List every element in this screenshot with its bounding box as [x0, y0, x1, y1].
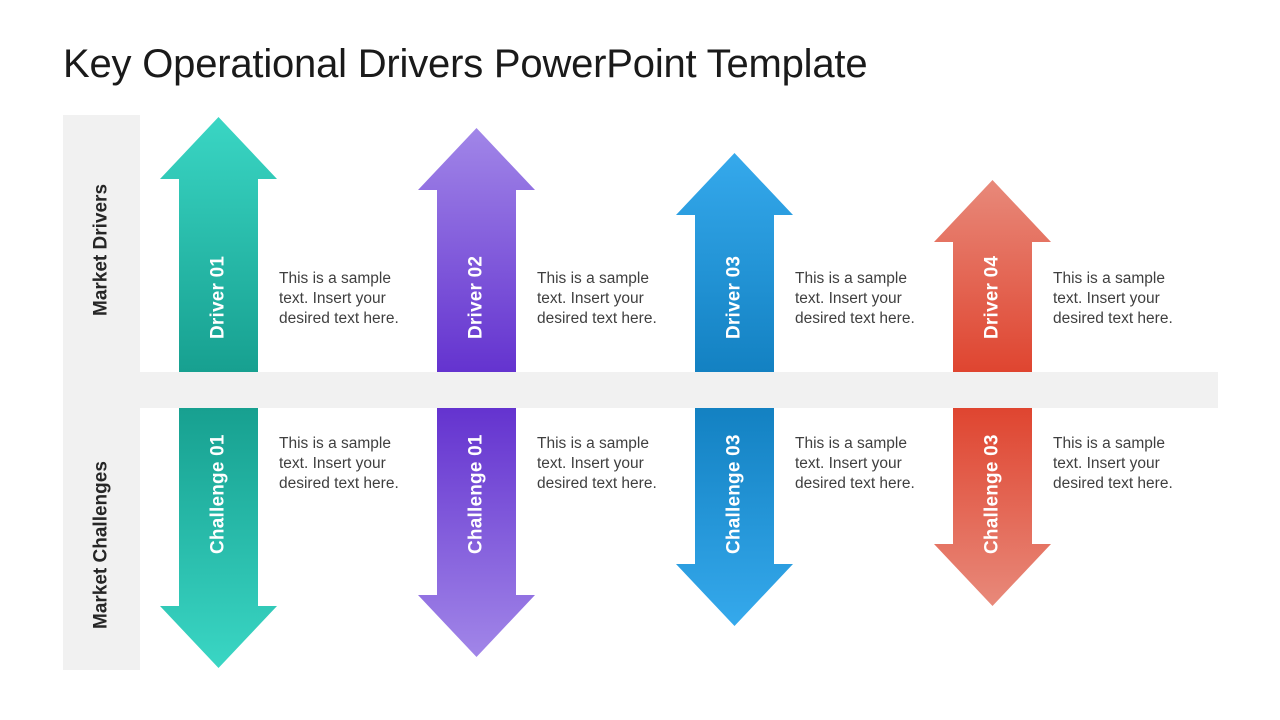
down-arrow-icon	[160, 408, 277, 668]
driver-label-2: Driver 02	[465, 255, 487, 339]
up-arrow-icon	[934, 180, 1051, 372]
driver-description-3: This is a sample text. Insert your desir…	[795, 270, 915, 327]
driver-label-4: Driver 04	[981, 255, 1003, 339]
challenge-label-1: Challenge 01	[207, 434, 229, 554]
up-arrow-icon	[418, 128, 535, 372]
driver-arrow-3[interactable]	[676, 153, 793, 372]
driver-arrow-1[interactable]	[160, 117, 277, 372]
challenge-label-3: Challenge 03	[723, 434, 745, 554]
driver-arrow-2[interactable]	[418, 128, 535, 372]
down-arrow-icon	[676, 408, 793, 626]
category-label-market-challenges: Market Challenges	[90, 461, 112, 629]
driver-arrow-4[interactable]	[934, 180, 1051, 372]
category-label-market-drivers: Market Drivers	[90, 183, 112, 317]
challenge-arrow-3[interactable]	[676, 408, 793, 626]
driver-description-1: This is a sample text. Insert your desir…	[279, 270, 399, 327]
down-arrow-icon	[934, 408, 1051, 606]
driver-label-3: Driver 03	[723, 255, 745, 339]
challenge-description-2: This is a sample text. Insert your desir…	[537, 435, 657, 492]
driver-description-4: This is a sample text. Insert your desir…	[1053, 270, 1173, 327]
challenge-arrow-4[interactable]	[934, 408, 1051, 606]
challenge-label-4: Challenge 03	[981, 434, 1003, 554]
challenge-description-1: This is a sample text. Insert your desir…	[279, 435, 399, 492]
challenge-arrow-1[interactable]	[160, 408, 277, 668]
driver-description-2: This is a sample text. Insert your desir…	[537, 270, 657, 327]
challenge-description-4: This is a sample text. Insert your desir…	[1053, 435, 1173, 492]
page-title: Key Operational Drivers PowerPoint Templ…	[63, 42, 868, 86]
up-arrow-icon	[676, 153, 793, 372]
challenge-arrow-2[interactable]	[418, 408, 535, 657]
driver-label-1: Driver 01	[207, 255, 229, 339]
challenge-description-3: This is a sample text. Insert your desir…	[795, 435, 915, 492]
divider-band	[63, 372, 1218, 408]
up-arrow-icon	[160, 117, 277, 372]
challenge-label-2: Challenge 01	[465, 434, 487, 554]
down-arrow-icon	[418, 408, 535, 657]
